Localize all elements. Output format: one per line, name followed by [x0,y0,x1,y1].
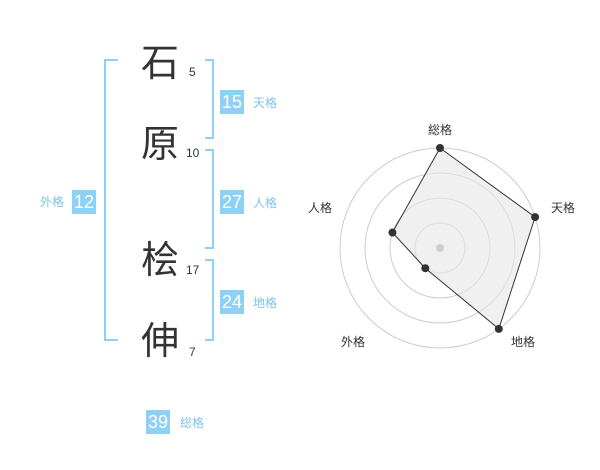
radar-point [531,213,540,222]
name-char-1: 石 [140,41,179,85]
radar-label-soukaku: 総格 [428,123,453,137]
chikaku-label: 地格 [253,296,278,310]
radar-points [388,144,540,333]
soukaku-label: 総格 [180,416,205,430]
chikaku-badge: 24 [220,290,245,314]
tenkaku-badge: 15 [220,90,245,114]
radar-center-dot [436,244,444,252]
radar-point [494,324,503,333]
tenkaku-label: 天格 [253,96,278,110]
name-char-2: 原 [140,122,179,166]
chikaku-bracket [205,259,214,341]
tenkaku-bracket [205,59,214,139]
stroke-count-1: 5 [189,65,196,79]
radar-point [436,144,444,152]
gaikaku-bracket [104,59,118,341]
radar-area [391,147,536,330]
radar-point [421,264,430,273]
radar-label-chikaku: 地格 [511,335,536,349]
radar-label-tenkaku: 天格 [551,201,576,215]
radar-label-gaikaku: 外格 [341,335,366,349]
stroke-count-2: 10 [186,146,200,160]
jinkaku-label: 人格 [253,196,278,210]
soukaku-badge: 39 [146,410,171,434]
name-char-3: 桧 [140,238,179,282]
jinkaku-bracket [205,149,214,249]
stroke-count-4: 7 [189,345,196,359]
name-char-4: 伸 [140,319,179,363]
gaikaku-badge: 12 [72,190,97,214]
radar-point [388,228,397,237]
jinkaku-badge: 27 [220,190,245,214]
radar-label-jinkaku: 人格 [308,201,333,215]
stroke-count-3: 17 [186,263,200,277]
gaikaku-label: 外格 [40,195,65,209]
